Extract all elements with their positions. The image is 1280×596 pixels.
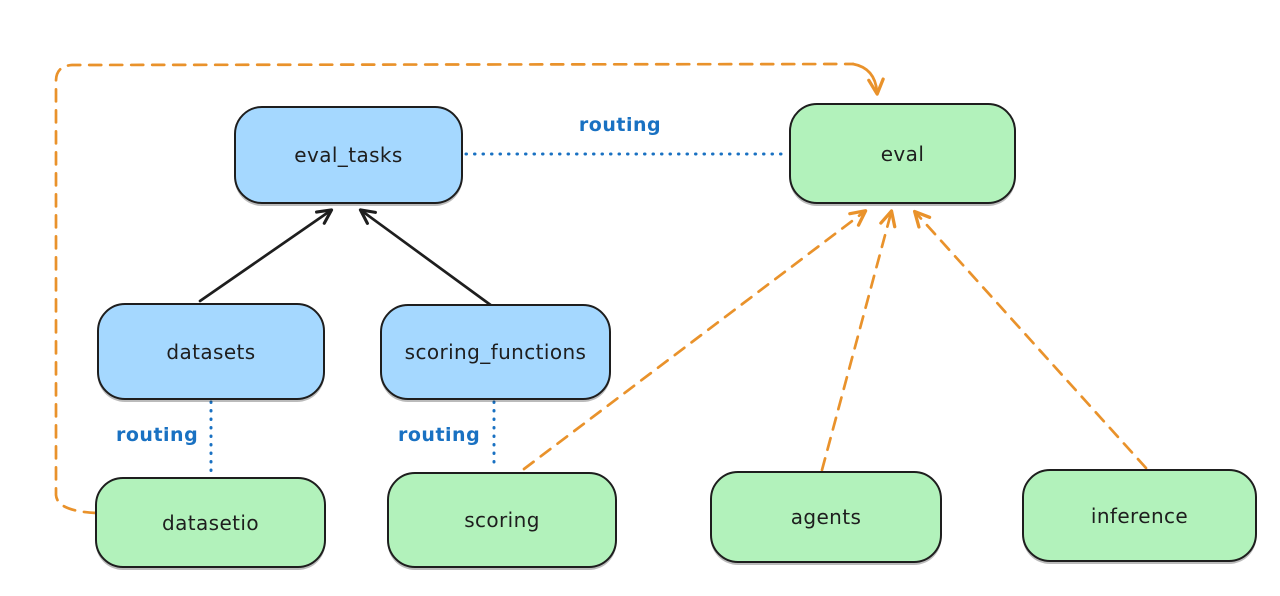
edge-label-routing-scoring_functions-scoring: routing — [398, 424, 481, 446]
edge-scoring-to-eval — [522, 209, 868, 471]
node-eval_tasks-label: eval_tasks — [294, 143, 403, 167]
node-agents-label: agents — [790, 505, 862, 529]
edge-datasets-to-eval_tasks — [198, 208, 334, 303]
edge-agents-to-eval — [820, 209, 897, 472]
edge-label-routing-datasets-datasetio: routing — [116, 424, 199, 446]
edge-inference-to-eval — [912, 209, 1148, 470]
edge-datasetio-to-eval-loop — [54, 62, 855, 515]
node-datasetio: datasetio — [95, 477, 326, 568]
node-scoring: scoring — [387, 472, 617, 568]
node-datasets: datasets — [97, 303, 325, 400]
node-eval: eval — [789, 103, 1016, 204]
node-agents: agents — [710, 471, 942, 563]
edge-datasetio-to-eval-arrowhead — [851, 62, 885, 96]
node-inference-label: inference — [1090, 503, 1189, 528]
node-eval_tasks: eval_tasks — [234, 106, 463, 204]
node-datasets-label: datasets — [166, 339, 256, 364]
node-scoring-label: scoring — [464, 508, 540, 532]
node-datasetio-label: datasetio — [161, 510, 259, 535]
node-inference: inference — [1022, 469, 1257, 562]
node-eval-label: eval — [880, 141, 925, 166]
edge-label-routing-eval_tasks-eval: routing — [578, 114, 662, 136]
node-scoring_functions-label: scoring_functions — [404, 340, 587, 364]
edge-scoring_functions-to-eval_tasks — [358, 208, 494, 308]
node-scoring_functions: scoring_functions — [380, 304, 611, 400]
